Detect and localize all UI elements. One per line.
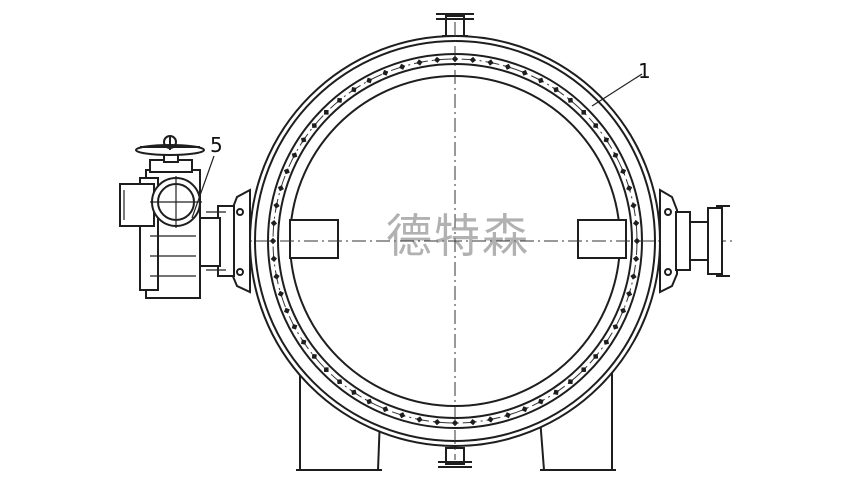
bolt-mark xyxy=(277,290,284,297)
bolt-mark xyxy=(593,123,599,129)
bolt-mark xyxy=(277,185,284,192)
callout-5: 5 xyxy=(191,133,223,219)
bolt-mark xyxy=(433,56,441,64)
bolt-mark xyxy=(553,87,559,93)
bolt-mark xyxy=(626,290,633,297)
bolt-mark xyxy=(399,412,406,419)
bolt-mark xyxy=(521,406,528,413)
bolt-mark xyxy=(630,202,637,209)
bolt-mark xyxy=(620,168,627,175)
bolt-mark xyxy=(366,398,373,405)
bolt-mark xyxy=(382,406,389,413)
bolt-mark xyxy=(382,69,389,76)
watermark-text: 德特森 xyxy=(386,209,530,263)
bolt-mark xyxy=(269,237,277,245)
bolt-mark xyxy=(351,389,357,395)
bolt-mark xyxy=(270,255,278,263)
bolt-mark xyxy=(301,339,307,345)
bolt-mark xyxy=(311,123,317,129)
bolt-mark xyxy=(469,56,477,64)
bolt-mark xyxy=(620,307,627,314)
bolt-mark xyxy=(273,273,280,280)
bolt-mark xyxy=(521,69,528,76)
shaft-hubs xyxy=(289,219,627,259)
bolt-mark xyxy=(612,152,619,159)
bolt-mark xyxy=(504,63,511,70)
bolt-mark xyxy=(399,63,406,70)
bolt-mark xyxy=(273,202,280,209)
handwheel-icon xyxy=(135,135,205,156)
bolt-mark xyxy=(283,307,290,314)
bolt-mark xyxy=(581,110,586,115)
bolt-mark xyxy=(283,168,290,175)
bolt-mark xyxy=(632,219,640,227)
bolt-mark xyxy=(291,323,298,330)
bolt-mark xyxy=(487,416,494,423)
bolt-mark xyxy=(301,137,307,143)
bolt-mark xyxy=(324,367,329,372)
bolt-mark xyxy=(291,152,298,159)
bolt-mark xyxy=(487,59,494,66)
bolt-mark xyxy=(612,323,619,330)
bolt-mark xyxy=(633,237,641,245)
bolt-mark xyxy=(603,137,609,143)
bolt-mark xyxy=(451,419,459,427)
bolt-mark xyxy=(270,219,278,227)
bolt-mark xyxy=(537,77,544,84)
bolt-mark xyxy=(504,412,511,419)
bolt-mark xyxy=(324,110,329,115)
bolt-mark xyxy=(593,353,599,359)
bolt-mark xyxy=(469,418,477,426)
bolt-mark xyxy=(626,185,633,192)
bolt-mark xyxy=(311,353,317,359)
bolt-mark xyxy=(603,339,609,345)
bolt-mark xyxy=(567,97,573,103)
bolt-mark xyxy=(630,273,637,280)
bolt-mark xyxy=(337,97,343,103)
gear-actuator xyxy=(119,147,202,299)
bolt-mark xyxy=(567,379,573,385)
bolt-mark xyxy=(351,87,357,93)
bolt-mark xyxy=(433,418,441,426)
bolt-mark xyxy=(553,389,559,395)
bolt-mark xyxy=(537,398,544,405)
bolt-mark xyxy=(416,416,423,423)
flange-bolt-ring xyxy=(269,55,641,427)
callout-label-5: 5 xyxy=(210,133,223,157)
callout-1: 1 xyxy=(591,59,651,107)
bolt-mark xyxy=(581,367,586,372)
bolt-mark xyxy=(416,59,423,66)
right-shaft-flange xyxy=(659,188,730,294)
bolt-mark xyxy=(337,379,343,385)
callout-label-1: 1 xyxy=(638,59,651,83)
centerlines xyxy=(232,22,736,460)
bolt-mark xyxy=(366,77,373,84)
bolt-mark xyxy=(632,255,640,263)
